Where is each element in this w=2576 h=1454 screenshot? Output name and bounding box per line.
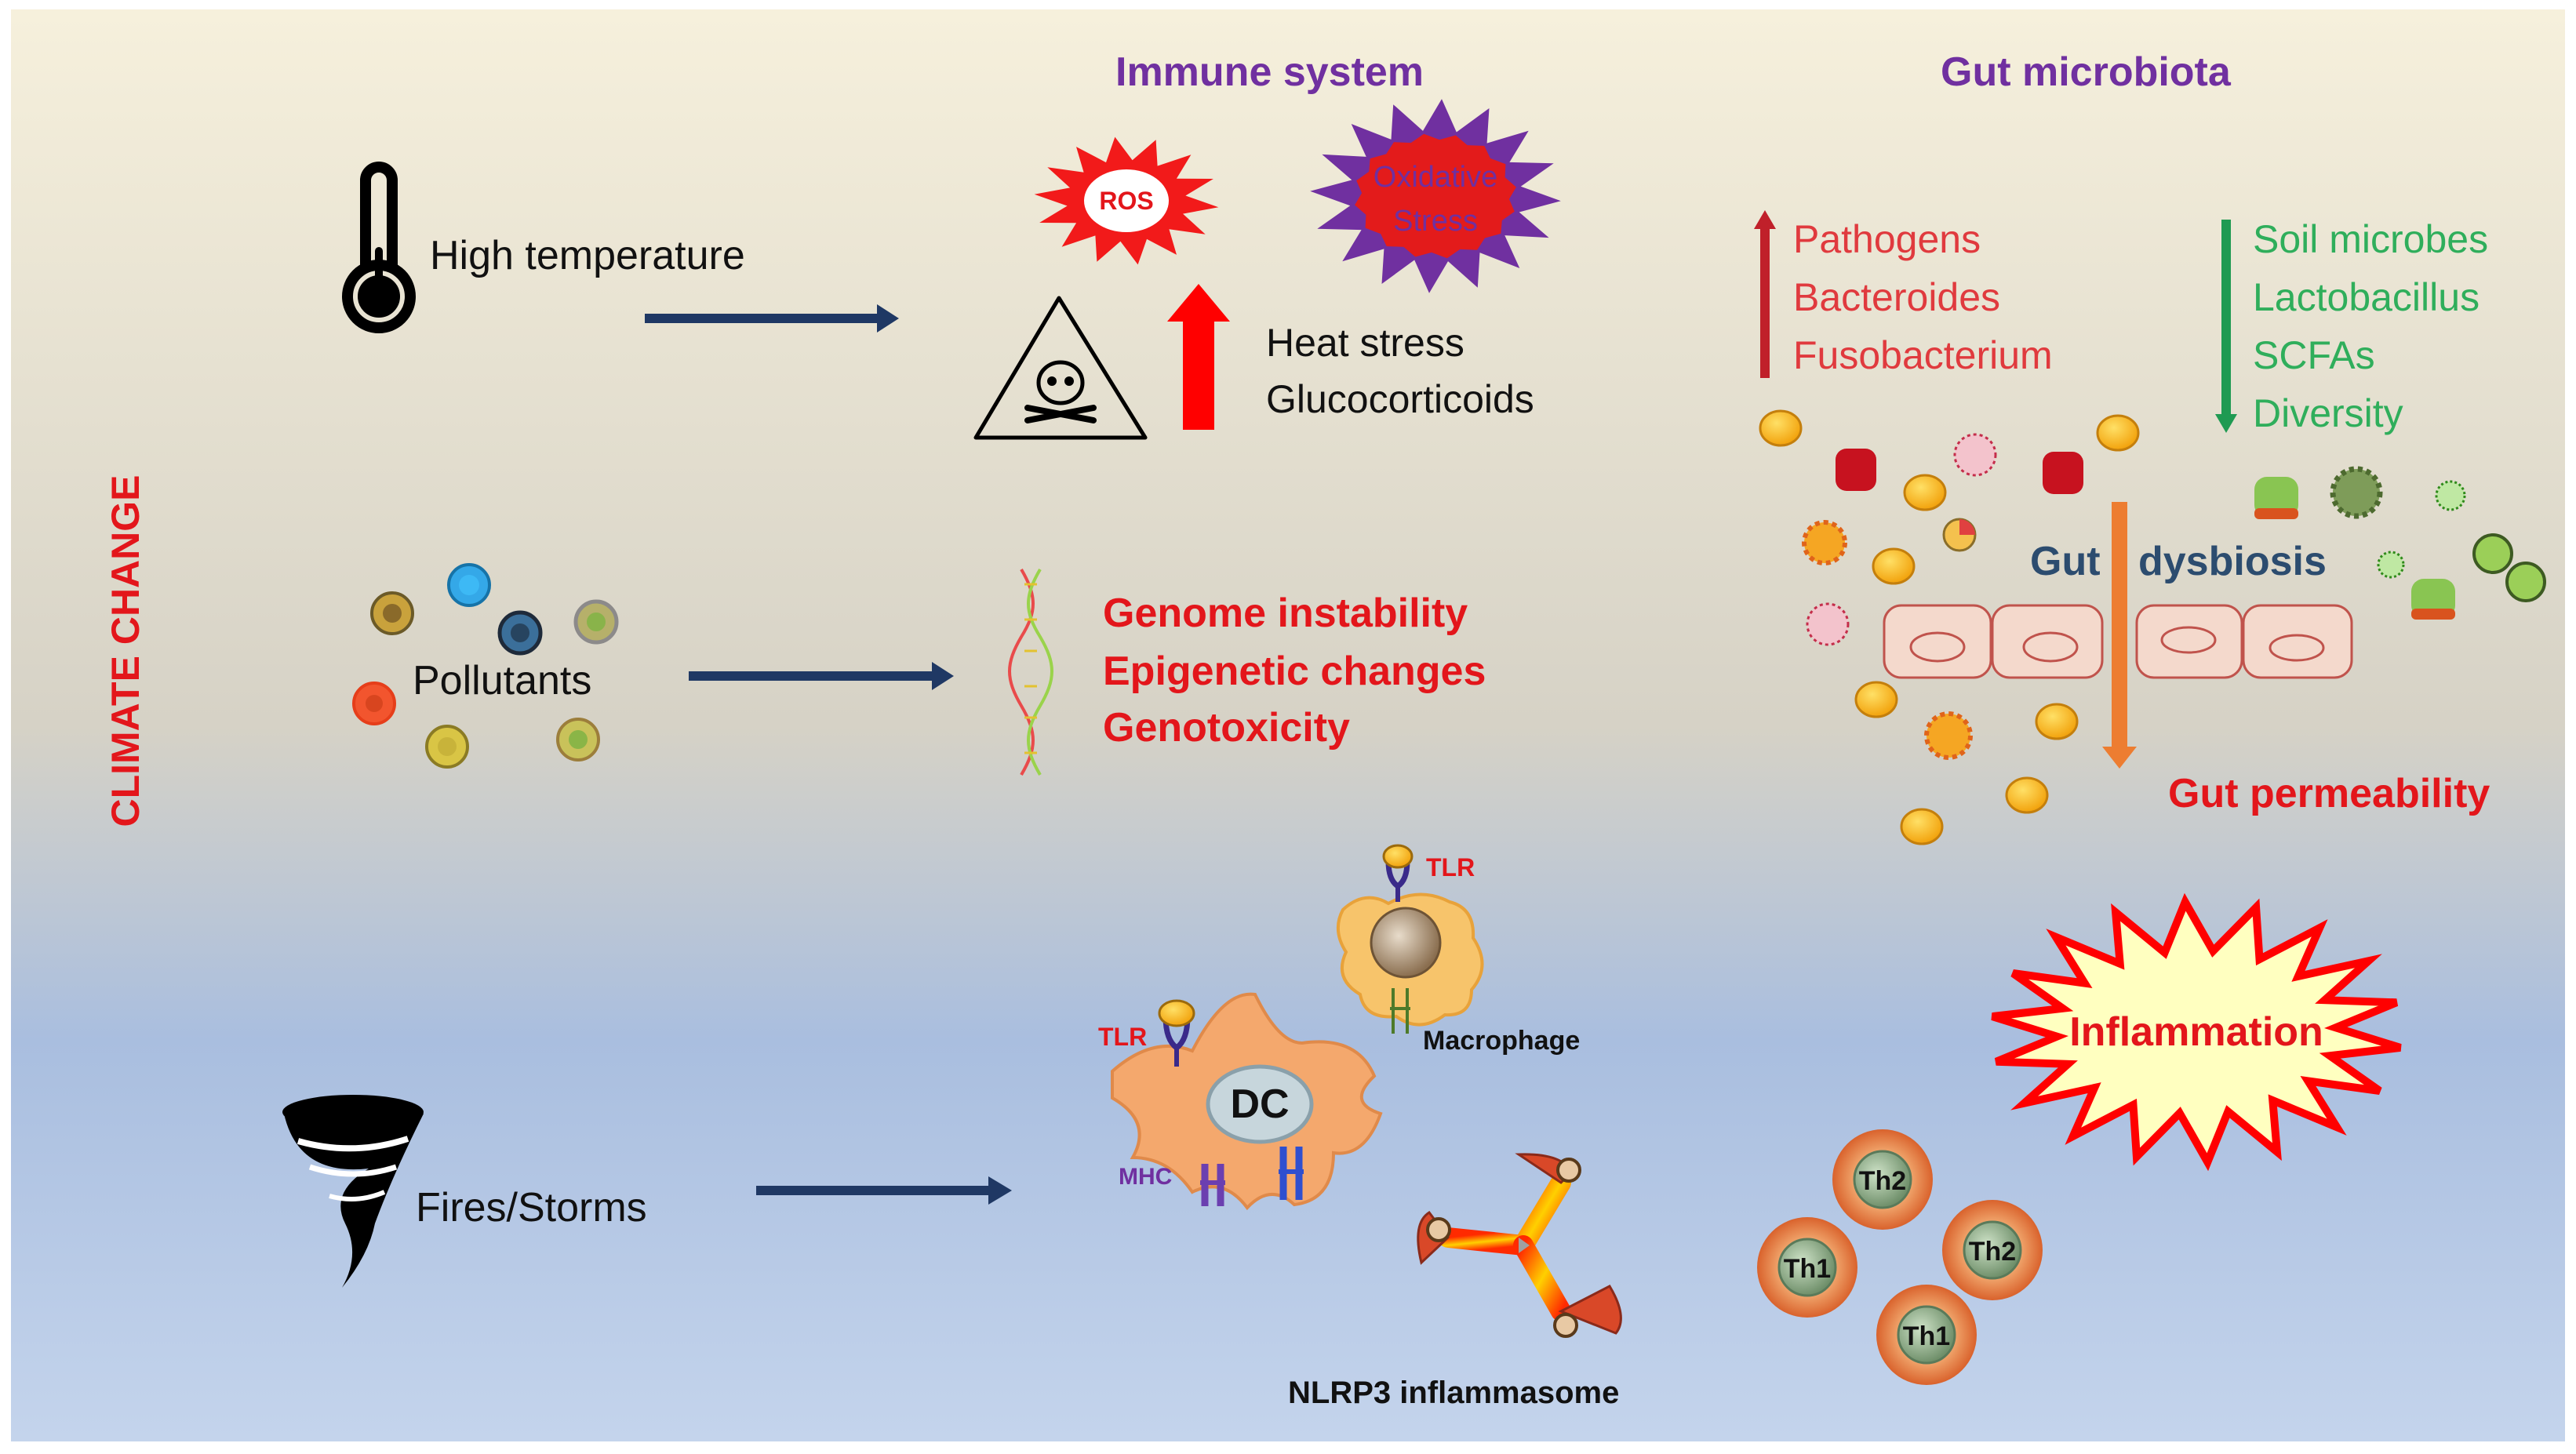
arrow-temperature: [645, 304, 899, 333]
genotoxicity-label: Genotoxicity: [1103, 705, 1350, 751]
tornado-icon: [282, 1095, 424, 1288]
th1-label-left: Th1: [1783, 1254, 1832, 1284]
th1-label-bottom: Th1: [1902, 1321, 1951, 1351]
macrophage-label: Macrophage: [1423, 1026, 1581, 1056]
high-temperature-label: High temperature: [430, 233, 745, 278]
gut-microbiota-heading: Gut microbiota: [1941, 49, 2231, 95]
spiky-microbes: [1802, 466, 2383, 760]
pollutants-label: Pollutants: [413, 658, 592, 703]
bacteroides-label: Bacteroides: [1793, 275, 2001, 319]
fusobacterium-label: Fusobacterium: [1793, 333, 2053, 377]
pathogen-capsules: [1836, 449, 2083, 494]
increase-arrow-heat: [1167, 284, 1230, 430]
dysbiosis-label: dysbiosis: [2138, 539, 2327, 584]
soil-microbes-label: Soil microbes: [2253, 217, 2489, 261]
tlr-label-macrophage: TLR: [1426, 853, 1475, 881]
gut-epithelium: [1883, 604, 2353, 679]
climate-change-label: CLIMATE CHANGE: [104, 474, 147, 827]
scfas-label: SCFAs: [2253, 333, 2375, 377]
diversity-label: Diversity: [2253, 391, 2403, 435]
nlrp3-label: NLRP3 inflammasome: [1288, 1376, 1620, 1410]
beneficial-microbes: [1942, 477, 2546, 620]
bacteria-cluster: [1759, 409, 2140, 845]
macrophage-cell: [1337, 844, 1484, 1034]
thermometer-icon: [342, 162, 416, 333]
t-cell-cluster: [1757, 1129, 2043, 1385]
dna-helix-icon: [1008, 568, 1053, 776]
pathogens-label: Pathogens: [1793, 217, 1981, 261]
glucocorticoids-label: Glucocorticoids: [1266, 377, 1534, 421]
pollutant-particles: [352, 563, 619, 769]
epigenetic-changes-label: Epigenetic changes: [1103, 649, 1486, 694]
increase-arrow-gut: [1754, 210, 1776, 378]
lactobacillus-label: Lactobacillus: [2253, 275, 2480, 319]
th2-label-right: Th2: [1968, 1237, 2017, 1267]
mhc-label: MHC: [1119, 1164, 1173, 1190]
heat-stress-label: Heat stress: [1266, 321, 1464, 365]
permeability-arrow: [2102, 502, 2137, 769]
oxidative-stress-starburst: [1310, 99, 1561, 293]
nlrp3-inflammasome-icon: [1417, 1153, 1622, 1338]
immune-system-heading: Immune system: [1115, 49, 1424, 95]
fires-storms-label: Fires/Storms: [416, 1185, 647, 1230]
decrease-arrow-gut: [2215, 220, 2237, 433]
genome-instability-label: Genome instability: [1103, 591, 1468, 636]
ros-label: ROS: [1099, 187, 1154, 215]
tlr-label-dc: TLR: [1098, 1023, 1148, 1051]
dc-label: DC: [1230, 1081, 1290, 1127]
th2-label-top: Th2: [1858, 1166, 1907, 1196]
inflammation-label: Inflammation: [2069, 1009, 2323, 1055]
inflammation-starburst: [1991, 892, 2402, 1172]
arrow-pollutants: [689, 662, 954, 690]
dendritic-cell: [1111, 992, 1383, 1211]
arrow-storms: [756, 1176, 1012, 1205]
toxic-hazard-icon: [973, 296, 1148, 440]
dotted-microbes: [1806, 433, 2466, 646]
background-panel: [11, 9, 2565, 1441]
gut-permeability-label: Gut permeability: [2168, 771, 2490, 816]
ros-starburst: [1034, 136, 1219, 265]
oxidative-label: Oxidative: [1373, 161, 1498, 194]
stress-label: Stress: [1393, 205, 1478, 238]
gut-label: Gut: [2030, 539, 2101, 584]
